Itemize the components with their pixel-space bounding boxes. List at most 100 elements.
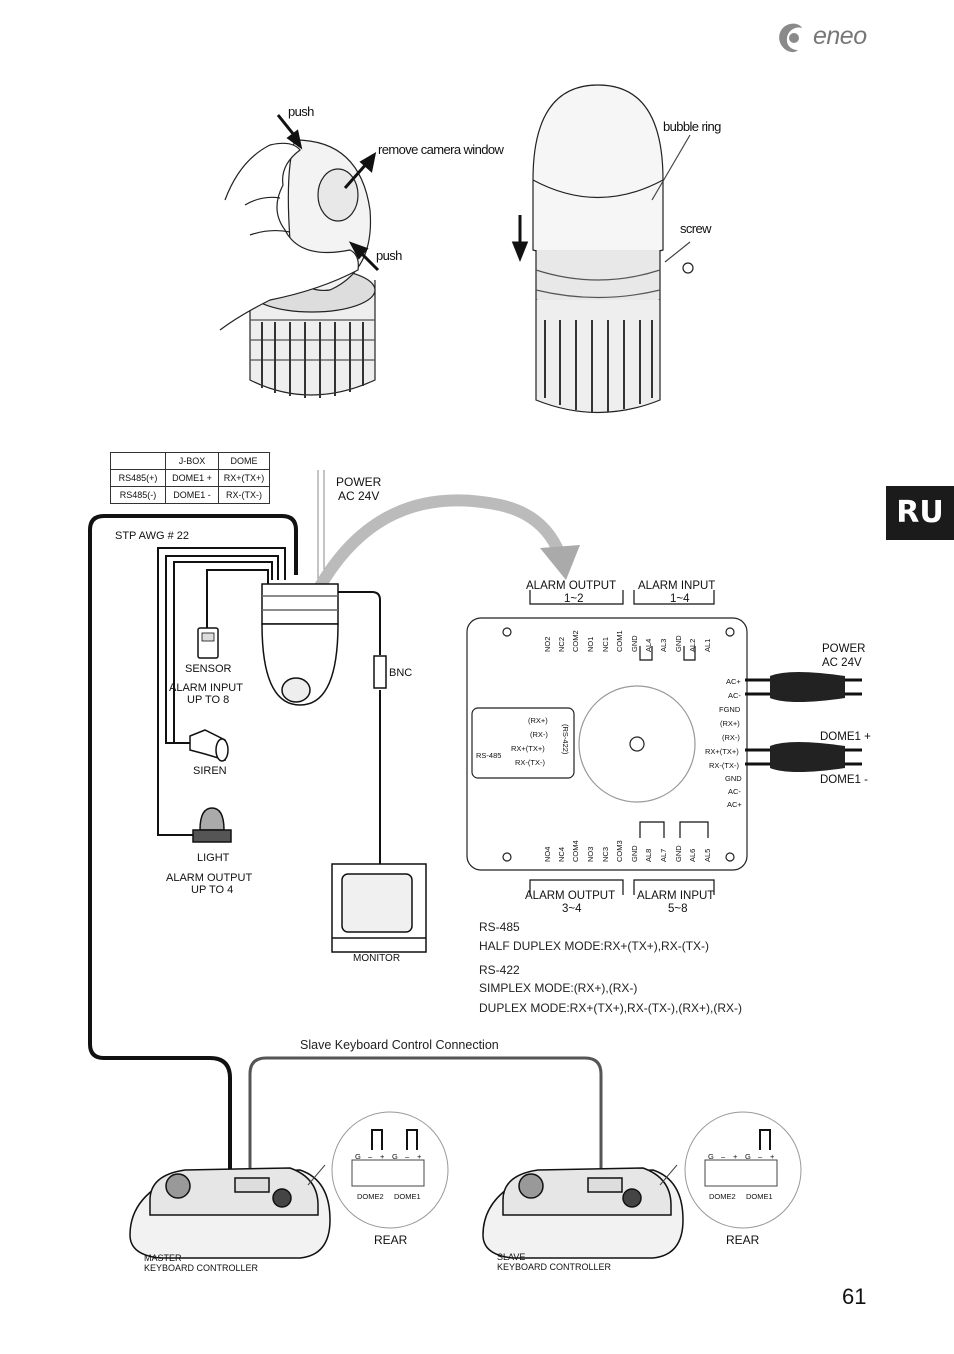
right-pin-label: AC- xyxy=(728,691,741,700)
right-pin-label: (RX+) xyxy=(720,719,740,728)
language-tab[interactable]: RU xyxy=(886,486,954,540)
screw-label: screw xyxy=(680,221,712,236)
push-arrow-top xyxy=(276,114,303,150)
table-header xyxy=(110,452,166,470)
board-power-label-1: POWER xyxy=(822,643,866,655)
rs-pin-label: (RX+) xyxy=(528,716,548,725)
rs485-half-duplex: HALF DUPLEX MODE:RX+(TX+),RX-(TX-) xyxy=(479,939,710,953)
rear-pin-label: – xyxy=(758,1152,763,1161)
rear-pin-label: – xyxy=(368,1152,373,1161)
top-pin-label: AL2 xyxy=(688,638,697,652)
bottom-pin-label: COM4 xyxy=(571,840,580,862)
top-pin-label: COM1 xyxy=(615,630,624,652)
rs422-simplex: SIMPLEX MODE:(RX+),(RX-) xyxy=(479,981,638,995)
push-arrow-bottom xyxy=(348,241,380,272)
bottom-pin-label: AL5 xyxy=(703,848,712,862)
brand-name: eneo xyxy=(813,22,867,50)
right-pin-label: AC+ xyxy=(726,677,741,686)
monitor-icon xyxy=(331,863,427,953)
alarm-input-1-4-label-1: ALARM INPUT xyxy=(638,580,716,592)
alarm-output-1-2-label-2: 1~2 xyxy=(564,593,584,605)
dome1-label: DOME1 xyxy=(746,1192,773,1201)
rear-pin-label: + xyxy=(417,1152,422,1161)
rs422-duplex: DUPLEX MODE:RX+(TX+),RX-(TX-),(RX+),(RX-… xyxy=(479,1001,743,1015)
alarm-input-up-to-label-2: UP TO 8 xyxy=(187,694,230,706)
rs422-title: RS-422 xyxy=(479,963,520,977)
alarm-wires xyxy=(157,547,286,836)
right-pin-label: FGND xyxy=(719,705,741,714)
remove-window-arrow xyxy=(343,152,377,189)
light-icon xyxy=(192,807,232,843)
curved-arrow-icon xyxy=(312,494,566,593)
rear-pin-label: – xyxy=(721,1152,726,1161)
table-cell: DOME1 - xyxy=(165,486,219,504)
table-cell: RS485(+) xyxy=(110,469,166,487)
remove-window-label: remove camera window xyxy=(378,142,504,157)
bnc-cable xyxy=(338,591,381,655)
power-label-1: POWER xyxy=(336,475,382,489)
master-rear-view xyxy=(331,1111,449,1229)
rear-pin-label: G xyxy=(708,1152,714,1161)
bottom-pin-label: NC4 xyxy=(557,846,566,862)
table-row: RS485(-) DOME1 - RX-(TX-) xyxy=(110,486,270,504)
bnc-connector-icon xyxy=(373,655,387,689)
bnc-label: BNC xyxy=(389,667,413,679)
slave-label-1: SLAVE xyxy=(497,1252,526,1262)
slave-label-2: KEYBOARD CONTROLLER xyxy=(497,1262,612,1272)
rear-pin-label: + xyxy=(733,1152,738,1161)
sensor-label: SENSOR xyxy=(185,663,232,675)
slave-rear-view xyxy=(684,1111,802,1229)
top-pin-label: GND xyxy=(630,635,639,652)
bottom-pin-label: COM3 xyxy=(615,840,624,862)
rear-pin-label: + xyxy=(770,1152,775,1161)
monitor-label: MONITOR xyxy=(353,953,401,964)
top-pin-label: COM2 xyxy=(571,630,580,652)
dome-right-drawing xyxy=(532,84,694,414)
table-header: DOME xyxy=(218,452,270,470)
bottom-pin-label: NC3 xyxy=(601,846,610,862)
rs-pin-label: (RX-) xyxy=(530,730,548,739)
right-pin-label: RX-(TX-) xyxy=(709,761,739,770)
top-pin-label: GND xyxy=(674,635,683,652)
alarm-output-3-4-label-1: ALARM OUTPUT xyxy=(525,890,616,902)
right-pin-label: AC+ xyxy=(727,800,742,809)
table-cell: RS485(-) xyxy=(110,486,166,504)
rear-pin-label: G xyxy=(392,1152,398,1161)
rear-pin-label: + xyxy=(380,1152,385,1161)
alarm-input-up-to-label-1: ALARM INPUT xyxy=(169,682,243,694)
dome-left-drawing xyxy=(219,139,376,398)
bottom-pin-label: NO3 xyxy=(586,846,595,862)
terminal-board-outline xyxy=(466,590,748,895)
rear-pin-label: G xyxy=(355,1152,361,1161)
master-label-2: KEYBOARD CONTROLLER xyxy=(144,1263,259,1273)
table-cell: RX+(TX+) xyxy=(218,469,270,487)
alarm-input-1-4-label-2: 1~4 xyxy=(670,593,690,605)
top-pin-label: NO1 xyxy=(586,636,595,652)
top-pin-label: NO2 xyxy=(543,636,552,652)
table-row: RS485(+) DOME1 + RX+(TX+) xyxy=(110,469,270,487)
siren-icon xyxy=(189,729,229,762)
top-pin-label: NC1 xyxy=(601,636,610,652)
right-pin-label: (RX-) xyxy=(722,733,740,742)
top-pin-label: AL3 xyxy=(659,638,668,652)
top-pin-label: AL4 xyxy=(644,638,653,652)
rs-pin-label: RX+(TX+) xyxy=(511,744,545,753)
bottom-pin-label: AL7 xyxy=(659,848,668,862)
dome-minus-label: DOME1 - xyxy=(820,774,868,786)
light-label: LIGHT xyxy=(197,852,230,864)
dome-camera-icon xyxy=(261,583,339,706)
right-pin-label: AC- xyxy=(728,787,741,796)
bottom-pin-label: AL6 xyxy=(688,848,697,862)
slave-rear-label: REAR xyxy=(726,1233,760,1247)
table-header: J-BOX xyxy=(165,452,219,470)
bottom-pin-label: GND xyxy=(630,845,639,862)
down-arrow xyxy=(511,215,529,263)
top-pin-label: AL1 xyxy=(703,638,712,652)
page-number: 61 xyxy=(842,1284,867,1309)
rear-pin-label: – xyxy=(405,1152,410,1161)
alarm-output-1-2-label-1: ALARM OUTPUT xyxy=(526,580,617,592)
slave-keyboard-cable xyxy=(248,1056,603,1180)
alarm-output-up-to-label-1: ALARM OUTPUT xyxy=(166,872,253,884)
alarm-output-up-to-label-2: UP TO 4 xyxy=(191,884,234,896)
